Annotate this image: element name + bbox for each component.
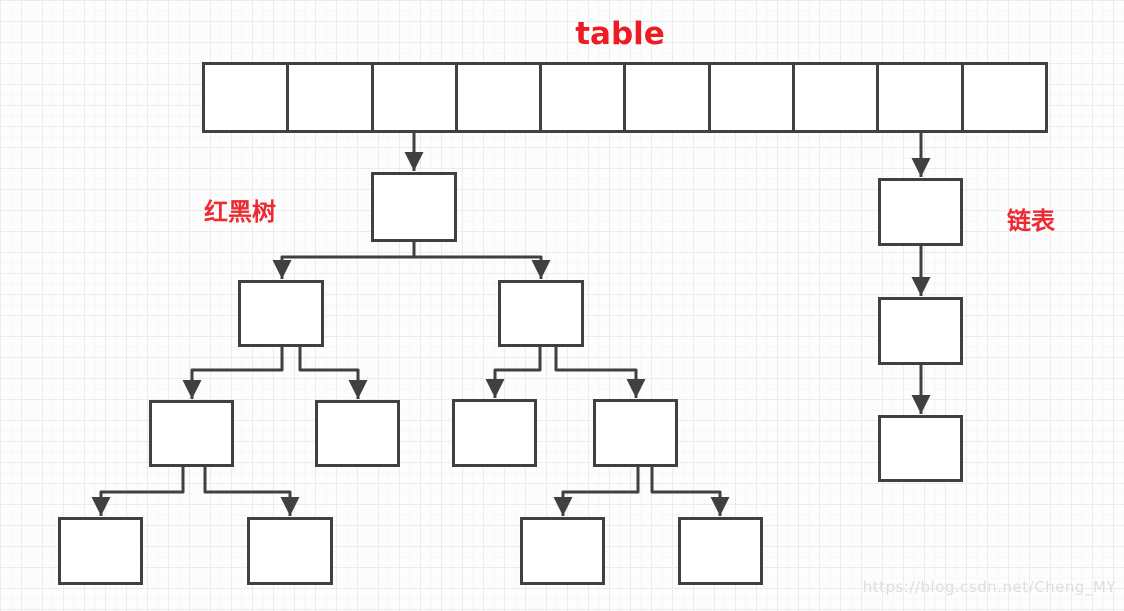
tree-node-l3-c bbox=[452, 399, 537, 467]
arrow-l2b-to-l3c bbox=[485, 347, 542, 398]
table-cell-5 bbox=[623, 62, 711, 133]
tree-node-l3-b bbox=[315, 400, 400, 467]
arrow-l3a-to-l4a bbox=[91, 467, 185, 516]
page-title: table bbox=[575, 16, 665, 52]
tree-node-l2-a bbox=[238, 280, 324, 347]
tree-node-l3-a bbox=[149, 400, 234, 467]
table-cell-0 bbox=[202, 62, 290, 133]
table-cell-3 bbox=[454, 62, 543, 133]
tree-node-l4-c bbox=[520, 517, 605, 585]
arrow-l3d-to-l4d bbox=[650, 467, 730, 516]
tree-node-l3-d bbox=[593, 399, 678, 467]
table-cell-6 bbox=[707, 62, 796, 133]
tree-node-l4-a bbox=[58, 517, 143, 585]
watermark-text: https://blog.csdn.net/Cheng_MY bbox=[862, 578, 1116, 596]
tree-node-l4-d bbox=[678, 517, 763, 585]
table-cell-7 bbox=[792, 62, 880, 133]
tree-node-root bbox=[371, 172, 457, 242]
arrow-root-to-right-child bbox=[412, 242, 551, 279]
arrow-root-to-left-child bbox=[272, 242, 416, 279]
list-node-3 bbox=[878, 415, 963, 482]
tree-node-l2-b bbox=[498, 280, 584, 347]
table-cell-9 bbox=[960, 62, 1048, 133]
arrow-l3d-to-l4c bbox=[553, 467, 640, 516]
arrow-l2a-to-l3a bbox=[182, 347, 284, 399]
list-label: 链表 bbox=[1007, 207, 1055, 235]
table-cell-4 bbox=[539, 62, 627, 133]
tree-label: 红黑树 bbox=[204, 198, 276, 226]
table-cell-2 bbox=[370, 62, 458, 133]
table-cell-8 bbox=[876, 62, 964, 133]
arrow-l2b-to-l3d bbox=[554, 347, 646, 398]
list-node-2 bbox=[878, 297, 963, 365]
arrow-l3a-to-l4b bbox=[203, 467, 300, 516]
tree-node-l4-b bbox=[247, 517, 333, 585]
table-cell-1 bbox=[286, 62, 374, 133]
list-node-1 bbox=[878, 178, 963, 246]
hash-table-array bbox=[202, 62, 1048, 133]
arrow-l2a-to-l3b bbox=[298, 347, 368, 399]
